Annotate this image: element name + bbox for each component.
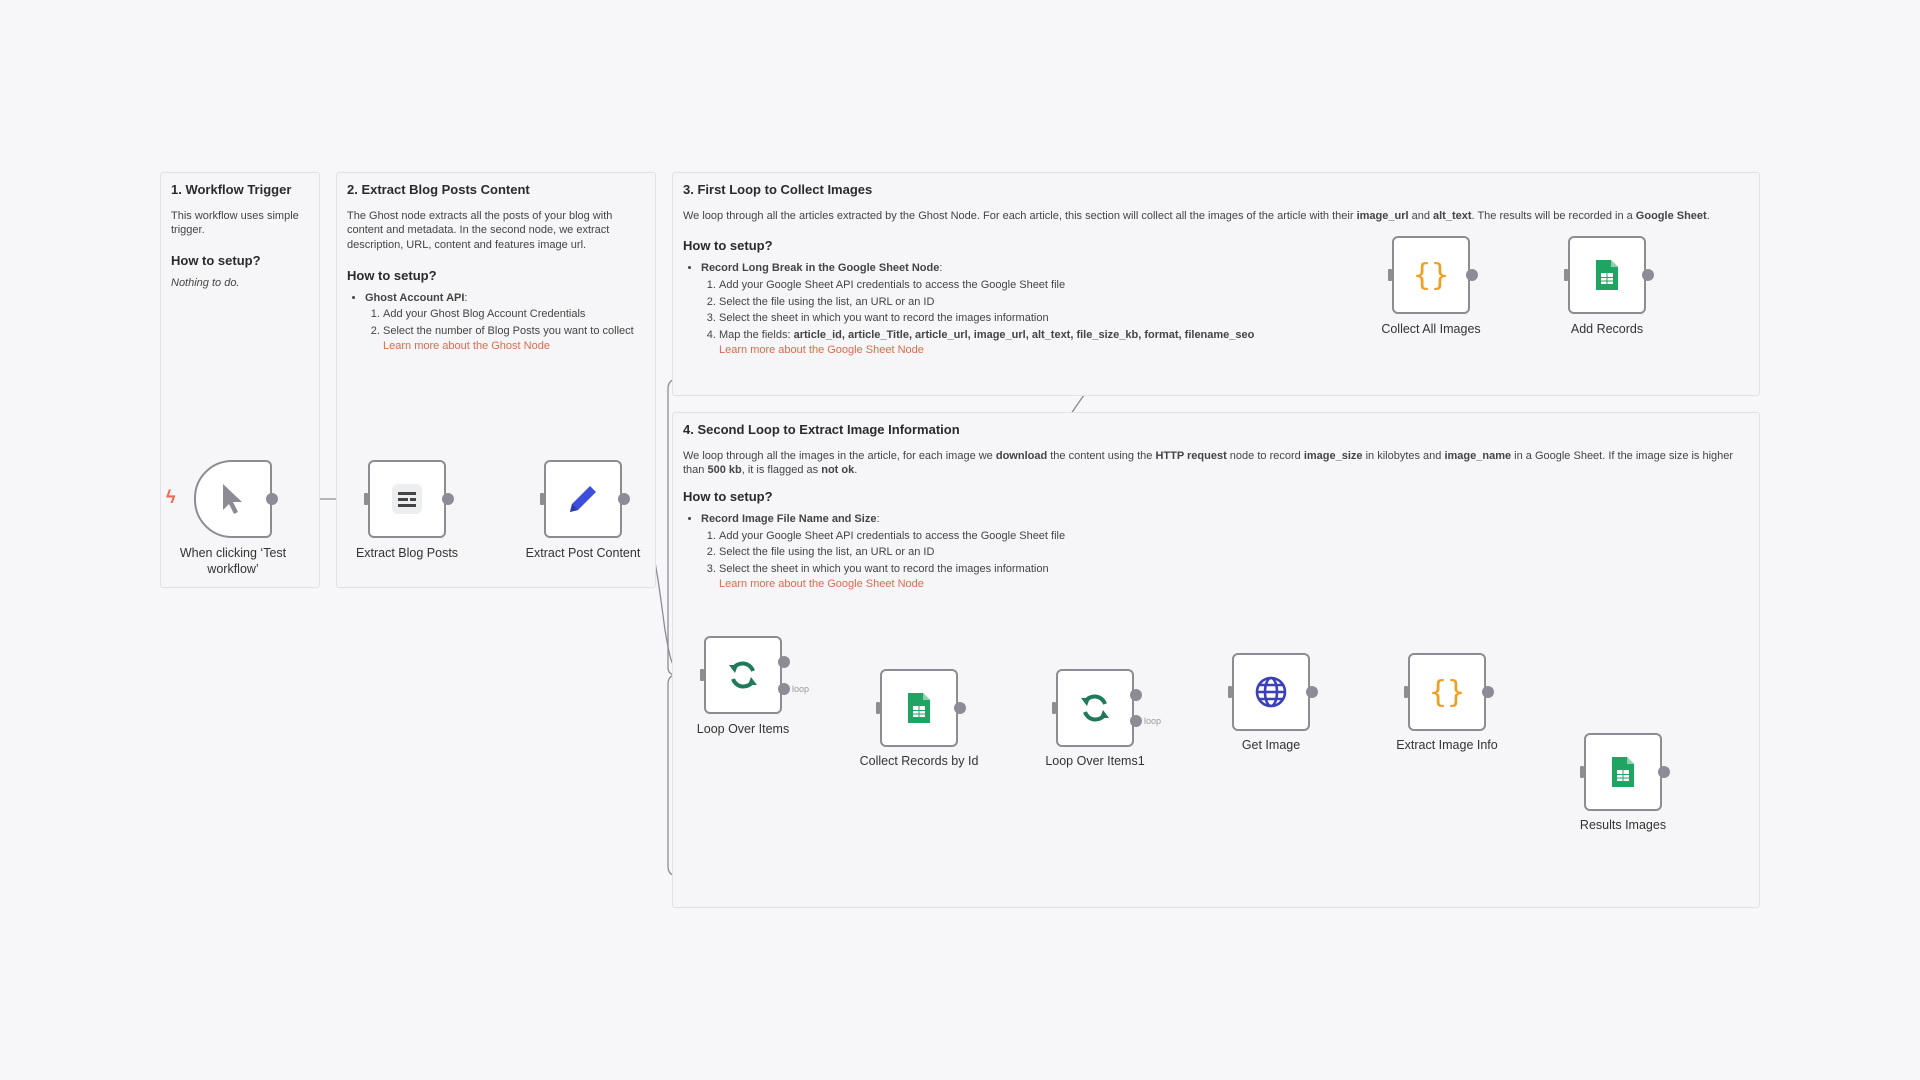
output-handle[interactable] <box>1658 766 1670 778</box>
sticky-desc: We loop through all the articles extract… <box>683 209 1710 222</box>
sticky-setup-heading: How to setup? <box>347 268 437 284</box>
sticky-setup-note: Nothing to do. <box>171 276 240 289</box>
output-handle[interactable] <box>954 702 966 714</box>
sticky-title: 2. Extract Blog Posts Content <box>347 182 530 197</box>
input-handle[interactable] <box>1564 269 1568 281</box>
node-extract-post-content[interactable] <box>544 460 622 538</box>
google-sheet-node-link[interactable]: Learn more about the Google Sheet Node <box>719 578 924 591</box>
loop-icon <box>729 661 757 689</box>
node-label: Get Image <box>1241 738 1301 752</box>
output-handle[interactable] <box>618 493 630 505</box>
node-results-images[interactable] <box>1584 733 1662 811</box>
done-output-handle[interactable] <box>1130 689 1142 701</box>
google-sheets-icon <box>908 693 930 723</box>
output-handle[interactable] <box>1642 269 1654 281</box>
node-extract-image-info[interactable]: {} <box>1408 653 1486 731</box>
sticky-step: Map the fields: article_id, article_Titl… <box>719 328 1749 358</box>
node-loop-over-items1[interactable] <box>1056 669 1134 747</box>
google-sheets-icon <box>1612 757 1634 787</box>
input-handle[interactable] <box>876 702 880 714</box>
sticky-desc: This workflow uses simple trigger. <box>171 209 299 237</box>
sticky-step: Select the sheet in which you want to re… <box>719 311 1749 326</box>
node-label: Add Records <box>1570 322 1644 336</box>
node-get-image[interactable] <box>1232 653 1310 731</box>
sticky-second-loop[interactable]: 4. Second Loop to Extract Image Informat… <box>672 412 1760 908</box>
node-loop-over-items[interactable] <box>704 636 782 714</box>
output-handle[interactable] <box>266 493 278 505</box>
sticky-bullet: Record Long Break in the Google Sheet No… <box>701 261 940 274</box>
sticky-title: 4. Second Loop to Extract Image Informat… <box>683 422 960 437</box>
input-handle[interactable] <box>1052 702 1056 714</box>
output-handle[interactable] <box>1306 686 1318 698</box>
loop-tag: loop <box>1144 716 1162 726</box>
input-handle[interactable] <box>364 493 368 505</box>
google-sheet-node-link[interactable]: Learn more about the Google Sheet Node <box>719 344 924 357</box>
output-handle[interactable] <box>1466 269 1478 281</box>
sticky-desc: We loop through all the images in the ar… <box>683 449 1734 477</box>
sticky-step: Add your Google Sheet API credentials to… <box>719 278 1749 293</box>
output-handle[interactable] <box>442 493 454 505</box>
node-label: When clicking ‘Test workflow’ <box>179 546 287 576</box>
ghost-node-link[interactable]: Learn more about the Ghost Node <box>383 340 550 353</box>
sticky-desc: The Ghost node extracts all the posts of… <box>347 209 613 252</box>
node-extract-blog-posts[interactable] <box>368 460 446 538</box>
loop-output-handle[interactable] <box>1130 715 1142 727</box>
globe-icon <box>1255 676 1287 708</box>
node-label: Collect Records by Id <box>859 754 979 768</box>
node-label: Extract Image Info <box>1396 738 1498 752</box>
input-handle[interactable] <box>700 669 704 681</box>
sticky-title: 3. First Loop to Collect Images <box>683 182 873 197</box>
google-sheets-icon <box>1596 260 1618 290</box>
input-handle[interactable] <box>1228 686 1232 698</box>
node-label: Extract Blog Posts <box>355 546 459 560</box>
sticky-title: 1. Workflow Trigger <box>171 182 292 197</box>
input-handle[interactable] <box>1404 686 1408 698</box>
sticky-bullet: Ghost Account API <box>365 291 465 304</box>
sticky-step: Select the sheet in which you want to re… <box>719 563 1049 576</box>
node-label: Loop Over Items <box>696 722 790 736</box>
pencil-icon <box>570 486 596 512</box>
node-trigger[interactable] <box>194 460 272 538</box>
sticky-bullet: Record Image File Name and Size <box>701 512 877 525</box>
sticky-setup-heading: How to setup? <box>171 253 261 269</box>
input-handle[interactable] <box>1388 269 1392 281</box>
sticky-setup-heading: How to setup? <box>683 238 773 254</box>
node-label: Loop Over Items1 <box>1045 754 1145 768</box>
node-label: Results Images <box>1579 818 1667 832</box>
sticky-step: Select the number of Blog Posts you want… <box>383 325 634 338</box>
code-icon: {} <box>1428 674 1466 710</box>
node-label: Collect All Images <box>1381 322 1481 336</box>
done-output-handle[interactable] <box>778 656 790 668</box>
sticky-step: Add your Ghost Blog Account Credentials <box>383 307 645 322</box>
node-collect-all-images[interactable]: {} <box>1392 236 1470 314</box>
sticky-step: Select the file using the list, an URL o… <box>719 295 1749 310</box>
sticky-setup-heading: How to setup? <box>683 489 773 505</box>
output-handle[interactable] <box>1482 686 1494 698</box>
loop-output-handle[interactable] <box>778 683 790 695</box>
input-handle[interactable] <box>1580 766 1584 778</box>
node-add-records[interactable] <box>1568 236 1646 314</box>
input-handle[interactable] <box>540 493 544 505</box>
node-label: Extract Post Content <box>525 546 641 560</box>
cursor-icon <box>223 484 242 514</box>
ghost-icon <box>392 484 422 514</box>
loop-tag: loop <box>792 684 810 694</box>
trigger-bolt-icon: ϟ <box>166 487 176 507</box>
sticky-step: Select the file using the list, an URL o… <box>719 545 1749 560</box>
code-icon: {} <box>1412 257 1450 293</box>
node-collect-records[interactable] <box>880 669 958 747</box>
loop-icon <box>1081 694 1109 722</box>
sticky-step: Add your Google Sheet API credentials to… <box>719 529 1749 544</box>
